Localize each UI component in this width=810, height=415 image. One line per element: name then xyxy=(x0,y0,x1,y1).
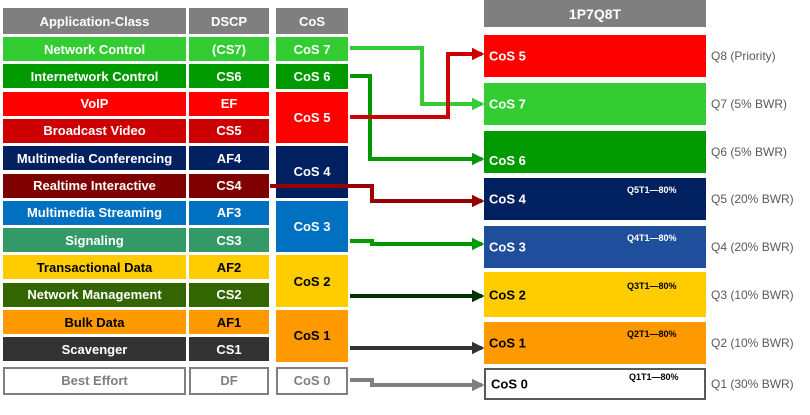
dscp-2: EF xyxy=(189,91,269,116)
cos-box-cos3: CoS 3 xyxy=(276,200,348,253)
cos-box-cos5: CoS 5 xyxy=(276,91,348,144)
cos-box-cos6: CoS 6 xyxy=(276,64,348,89)
app-class-5: Realtime Interactive xyxy=(3,173,186,198)
queue-box-2: CoS 1 Q2T1—80% xyxy=(484,322,706,364)
queue-name-q8: Q8 (Priority) xyxy=(711,49,776,63)
dscp-3: CS5 xyxy=(189,118,269,143)
cos-box-cos0: CoS 0 xyxy=(276,366,348,395)
queue-cos-label: CoS 6 xyxy=(489,153,526,168)
queue-name-q3: Q3 (10% BWR) xyxy=(711,287,794,302)
queue-box-5: CoS 4 Q5T1—80% xyxy=(484,178,706,220)
dscp-5: CS4 xyxy=(189,173,269,198)
dscp-8: AF2 xyxy=(189,255,269,280)
header-cos: CoS xyxy=(276,8,348,34)
app-class-0: Network Control xyxy=(3,37,186,61)
queue-name-q2: Q2 (10% BWR) xyxy=(711,336,794,350)
queue-cos-label: CoS 3 xyxy=(489,239,526,255)
queue-cos-label: CoS 0 xyxy=(491,376,528,392)
app-class-2: VoIP xyxy=(3,91,186,116)
app-class-10: Bulk Data xyxy=(3,310,186,334)
queue-name-q6: Q6 (5% BWR) xyxy=(711,145,788,159)
queue-threshold: Q2T1—80% xyxy=(627,329,677,339)
queue-cos-label: CoS 2 xyxy=(489,287,526,302)
cos-box-cos1: CoS 1 xyxy=(276,310,348,362)
queue-box-7: CoS 7 xyxy=(484,83,706,125)
queue-threshold: Q5T1—80% xyxy=(627,185,677,195)
dscp-12: DF xyxy=(189,366,269,395)
header-application-class: Application-Class xyxy=(3,8,186,34)
queue-name-q7: Q7 (5% BWR) xyxy=(711,97,788,111)
queue-name-q5: Q5 (20% BWR) xyxy=(711,192,794,206)
app-class-3: Broadcast Video xyxy=(3,118,186,143)
dscp-0: (CS7) xyxy=(189,37,269,61)
queue-name-q4: Q4 (20% BWR) xyxy=(711,240,794,254)
app-class-7: Signaling xyxy=(3,228,186,253)
arrow-cos0 xyxy=(350,378,485,392)
dscp-10: AF1 xyxy=(189,310,269,334)
app-class-1: Internetwork Control xyxy=(3,64,186,89)
app-class-8: Transactional Data xyxy=(3,255,186,280)
app-class-9: Network Management xyxy=(3,282,186,307)
dscp-6: AF3 xyxy=(189,200,269,225)
queue-threshold: Q3T1—80% xyxy=(627,280,677,291)
queue-cos-label: CoS 1 xyxy=(489,335,526,351)
queue-cos-label: CoS 5 xyxy=(489,48,526,64)
queue-box-1: CoS 0 Q1T1—80% xyxy=(484,368,706,400)
queue-box-8: CoS 5 xyxy=(484,35,706,77)
cos-box-cos4: CoS 4 xyxy=(276,146,348,198)
dscp-9: CS2 xyxy=(189,282,269,307)
queue-name-q1: Q1 (30% BWR) xyxy=(711,377,794,391)
dscp-4: AF4 xyxy=(189,146,269,171)
queue-cos-label: CoS 7 xyxy=(489,96,526,112)
queue-box-3: CoS 2 Q3T1—80% xyxy=(484,272,706,317)
queue-box-6: CoS 6 xyxy=(484,131,706,173)
dscp-1: CS6 xyxy=(189,64,269,89)
queue-box-4: CoS 3 Q4T1—80% xyxy=(484,226,706,268)
app-class-4: Multimedia Conferencing xyxy=(3,146,186,171)
dscp-11: CS1 xyxy=(189,337,269,362)
app-class-12: Best Effort xyxy=(3,366,186,395)
arrow-cos3 xyxy=(350,237,485,251)
cos-box-cos2: CoS 2 xyxy=(276,255,348,307)
app-class-6: Multimedia Streaming xyxy=(3,200,186,225)
cos-box-cos7: CoS 7 xyxy=(276,37,348,62)
arrow-cos4 xyxy=(270,184,485,208)
queue-threshold: Q1T1—80% xyxy=(629,372,679,382)
queue-threshold: Q4T1—80% xyxy=(627,233,677,243)
header-dscp: DSCP xyxy=(189,8,269,34)
arrow-cos7 xyxy=(350,46,485,111)
arrow-cos5 xyxy=(350,47,485,119)
dscp-7: CS3 xyxy=(189,228,269,253)
app-class-11: Scavenger xyxy=(3,337,186,362)
queue-cos-label: CoS 4 xyxy=(489,191,526,207)
header-queue-structure: 1P7Q8T xyxy=(484,0,706,27)
